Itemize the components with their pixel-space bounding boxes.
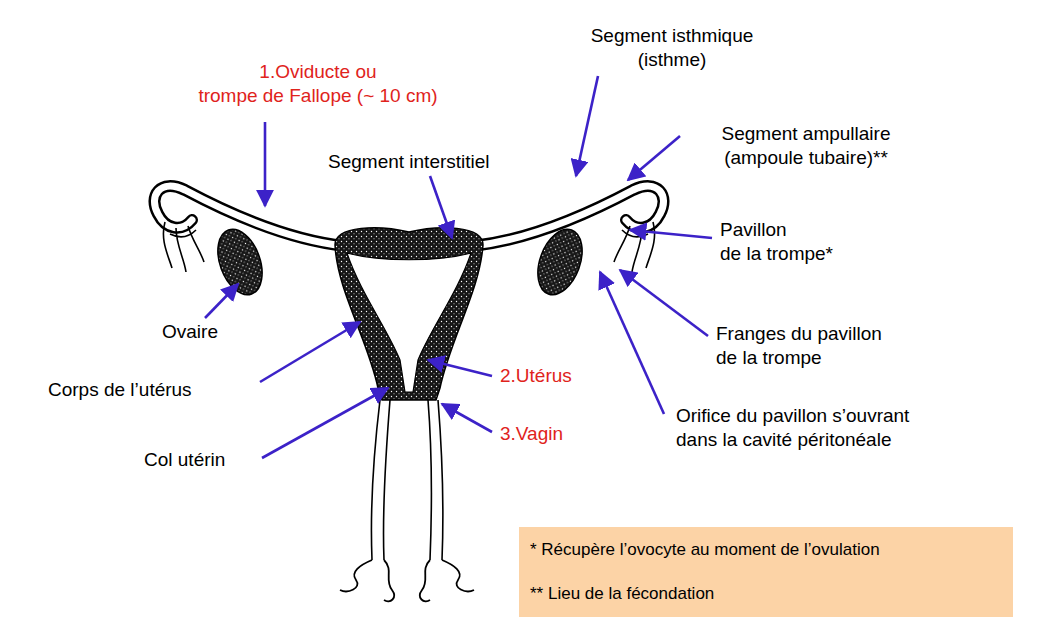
part-label: Franges du pavillon de la trompe	[716, 322, 882, 370]
part-label: Col utérin	[144, 448, 225, 472]
callout-number: 1.Oviducte ou trompe de Fallope (~ 10 cm…	[198, 60, 437, 108]
part-label: Corps de l’utérus	[48, 378, 192, 402]
footnote-box: * Récupère l’ovocyte au moment de l’ovul…	[519, 527, 1013, 617]
ovary	[530, 223, 591, 301]
leader-line	[205, 76, 712, 458]
callout-number: 2.Utérus	[500, 364, 572, 388]
uterine-cavity	[347, 253, 471, 392]
vagina	[371, 400, 442, 560]
part-label: Segment isthmique (isthme)	[591, 24, 754, 72]
part-label: Orifice du pavillon s’ouvrant dans la ca…	[676, 404, 909, 452]
part-label: Ovaire	[162, 320, 218, 344]
ovary	[210, 223, 271, 301]
part-label: Segment ampullaire (ampoule tubaire)**	[722, 122, 891, 170]
callout-number: 3.Vagin	[500, 422, 563, 446]
vulva	[340, 560, 474, 601]
footnote-text: ** Lieu de la fécondation	[530, 583, 1002, 605]
part-label: Pavillon de la trompe*	[720, 218, 833, 266]
uterus-wall	[335, 228, 483, 400]
part-label: Segment interstitiel	[328, 150, 490, 174]
footnote-text: * Récupère l’ovocyte au moment de l’ovul…	[530, 539, 1002, 561]
